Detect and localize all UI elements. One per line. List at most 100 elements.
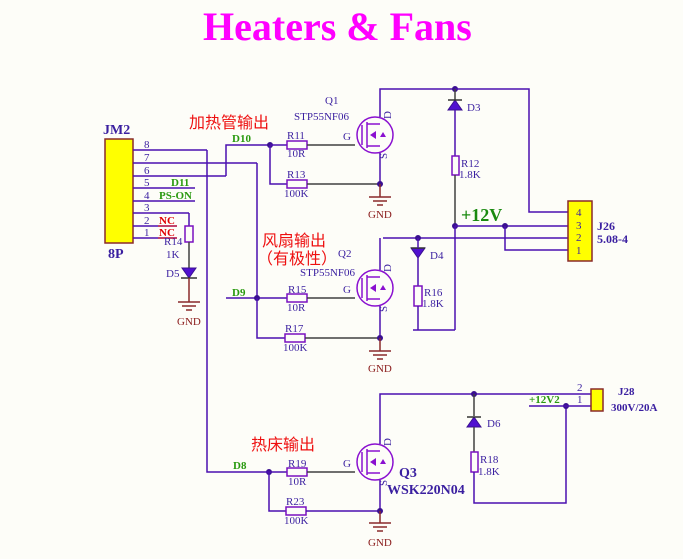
r15-value: 10R: [287, 302, 306, 314]
r11-value: 10R: [287, 148, 306, 160]
ground-icon: [368, 350, 392, 360]
r12-value: 1.8K: [459, 169, 481, 181]
jm2-pin-number: 5: [144, 177, 150, 189]
net-label-12v2: +12V2: [529, 394, 560, 406]
ground-icon: [368, 196, 392, 206]
page-title: Heaters & Fans: [203, 4, 472, 49]
r13-ref: R13: [287, 169, 306, 181]
resistor-r17: [284, 333, 306, 343]
r16-value: 1.8K: [422, 298, 444, 310]
r19-ref: R19: [288, 458, 307, 470]
j26-body: [567, 200, 593, 262]
r14-value: 1K: [166, 249, 180, 261]
resistor-r16: [413, 285, 423, 307]
j26-pin-number: 1: [576, 245, 582, 257]
j26-ref: J26: [597, 219, 615, 233]
jm2-pin-number: 4: [144, 190, 150, 202]
fan-output-label: 风扇输出: [262, 231, 326, 250]
gnd-label: GND: [368, 209, 392, 221]
q3-drain-pin: D: [382, 438, 394, 446]
j28-value: 300V/20A: [611, 402, 658, 414]
jm2-pin-number: 2: [144, 215, 150, 227]
net-label-d9: D9: [232, 287, 246, 299]
ground-icon: [177, 301, 201, 311]
resistor-r18: [470, 451, 479, 473]
q1-drain-pin: D: [382, 111, 394, 119]
j26-pin-number: 3: [576, 220, 582, 232]
connector-jm2: JM2 8P 8 7 6 5 4 3 2 1 D11 PS-ON NC NC: [103, 123, 257, 262]
j26-value: 5.08-4: [597, 232, 628, 246]
resistor-r14: [184, 225, 194, 243]
d6-ref: D6: [487, 418, 501, 430]
net-label-d11: D11: [171, 177, 189, 189]
r23-value: 100K: [284, 515, 309, 527]
ground-icon: [368, 522, 392, 532]
q1-gate-pin: G: [343, 131, 351, 143]
q2-part: STP55NF06: [300, 267, 356, 279]
d5-ref: D5: [166, 268, 180, 280]
r11-ref: R11: [287, 130, 305, 142]
r23-ref: R23: [286, 496, 305, 508]
resistor-r23: [285, 506, 307, 516]
r12-ref: R12: [461, 158, 479, 170]
power-led-branch: R14 1K D5 GND: [164, 213, 201, 328]
j28-ref: J28: [618, 386, 635, 398]
r17-ref: R17: [285, 323, 304, 335]
bed-output-label: 热床输出: [251, 435, 315, 454]
r15-ref: R15: [288, 284, 307, 296]
q2-ref: Q2: [338, 248, 351, 260]
r14-ref: R14: [164, 236, 183, 248]
q2-drain-pin: D: [382, 264, 394, 272]
net-label-12v: +12V: [461, 205, 502, 225]
net-label-d8: D8: [233, 460, 247, 472]
j28-pin-number: 1: [577, 394, 583, 406]
net-label-nc: NC: [159, 215, 175, 227]
j28-body: [590, 388, 604, 412]
j28-pin-number: 2: [577, 382, 583, 394]
connector-j26: 4 3 2 1 J26 5.08-4: [567, 200, 628, 262]
r13-value: 100K: [284, 188, 309, 200]
resistor-r13: [286, 179, 308, 189]
mosfet-q1: G D S: [343, 111, 394, 159]
q3-ref: Q3: [399, 466, 417, 481]
connector-j28: 2 1 J28 300V/20A: [577, 382, 658, 414]
jm2-pin-number: 1: [144, 227, 150, 239]
jm2-pin-number: 7: [144, 152, 150, 164]
led-d3-icon: [447, 99, 463, 111]
q3-part: WSK220N04: [387, 483, 465, 498]
mosfet-q3: G D S: [343, 438, 394, 486]
jm2-body: [104, 138, 134, 244]
net-label-ps-on: PS-ON: [159, 190, 192, 202]
jm2-ref: JM2: [103, 123, 130, 138]
gnd-label: GND: [368, 363, 392, 375]
r19-value: 10R: [288, 476, 307, 488]
net-label-d10: D10: [232, 133, 251, 145]
q1-source-pin: S: [378, 153, 390, 159]
wire-d10: [225, 144, 270, 176]
jm2-pin-number: 3: [144, 202, 150, 214]
led-d5-icon: [181, 267, 197, 279]
q2-source-pin: S: [378, 306, 390, 312]
q1-ref: Q1: [325, 95, 338, 107]
q1-part: STP55NF06: [294, 111, 350, 123]
gnd-label: GND: [368, 537, 392, 549]
r16-ref: R16: [424, 287, 443, 299]
q3-source-pin: S: [378, 480, 390, 486]
gnd-label: GND: [177, 316, 201, 328]
r18-ref: R18: [480, 454, 499, 466]
led-d4-icon: [410, 247, 426, 259]
r18-value: 1.8K: [478, 466, 500, 478]
j26-pin-number: 2: [576, 232, 582, 244]
q2-gate-pin: G: [343, 284, 351, 296]
fan-polarity-note: （有极性）: [257, 249, 337, 268]
jm2-value: 8P: [108, 247, 124, 262]
jm2-pin-number: 6: [144, 165, 150, 177]
mosfet-q2: G D S: [343, 264, 394, 312]
jm2-pin-number: 8: [144, 139, 150, 151]
resistor-r12: [451, 155, 460, 176]
net-label-nc: NC: [159, 227, 175, 239]
r17-value: 100K: [283, 342, 308, 354]
d4-ref: D4: [430, 250, 444, 262]
d3-ref: D3: [467, 102, 481, 114]
